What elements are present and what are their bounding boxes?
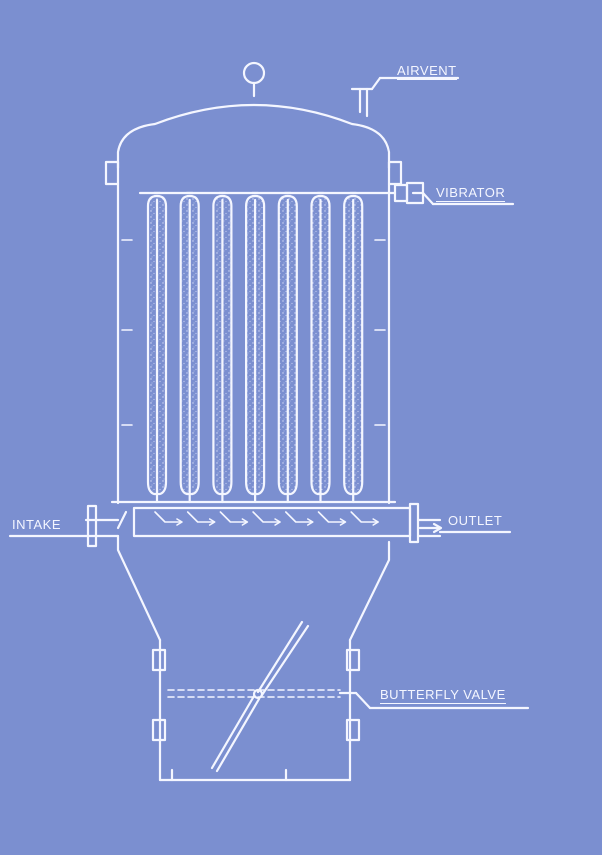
filter-bag [146,191,168,504]
filter-bag [212,191,233,504]
flow-arrow [317,511,347,526]
vibrator-label: VIBRATOR [436,185,506,202]
filter-bag [245,191,266,504]
flow-arrow [219,511,249,526]
outlet-label: OUTLET [448,513,503,528]
filter-bag [277,191,298,504]
flow-arrow [350,511,379,526]
conical-hopper [116,534,391,782]
shell-lugs [121,239,386,426]
intake-label: INTAKE [12,517,61,532]
right-flange [387,160,403,186]
flow-arrow [285,511,314,526]
filter-bag [343,191,364,504]
flow-arrow [154,511,183,526]
left-flange [104,160,120,186]
filter-bag [310,191,331,504]
filter-bag [179,191,200,504]
intake-nozzle [8,504,128,548]
vessel-dome [116,103,391,170]
flow-arrow [186,511,216,526]
flow-arrow [252,511,281,526]
filter-bags [146,191,443,534]
butterfly-valve-label: BUTTERFLY VALVE [380,687,506,704]
pressure-gauge [242,61,266,98]
airvent-pipe [350,76,460,118]
butterfly-valve [167,620,530,773]
airvent-label: AIRVENT [397,63,457,80]
outlet-manifold [132,502,512,544]
outlet-arrow [418,522,443,534]
